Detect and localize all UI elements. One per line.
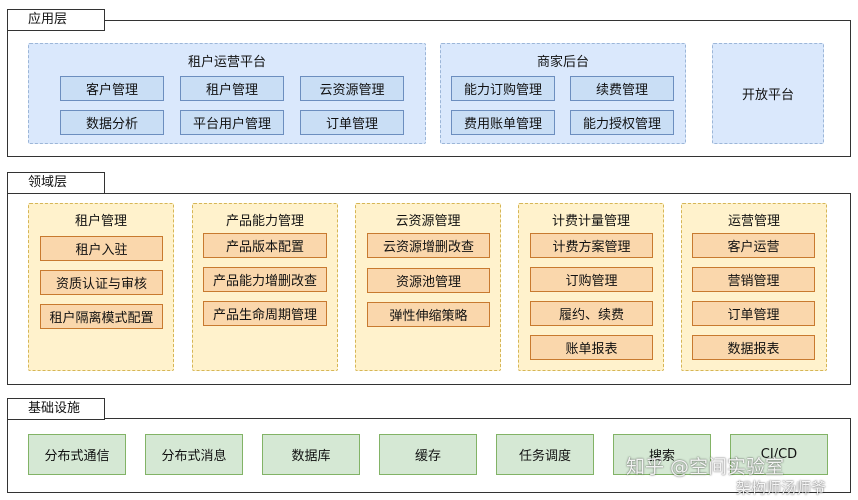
infra-item: 分布式消息 — [145, 434, 243, 475]
app-item-tenant: 租户管理 — [180, 76, 284, 101]
app-item-cloud-resource: 云资源管理 — [300, 76, 404, 101]
infra-item: 缓存 — [379, 434, 477, 475]
domain-item: 云资源增删改查 — [367, 233, 490, 258]
domain-item: 租户入驻 — [40, 236, 163, 261]
infra-item: 任务调度 — [496, 434, 594, 475]
domain-item: 产品能力增删改查 — [203, 267, 327, 292]
infra-item: 分布式通信 — [28, 434, 126, 475]
infra-item: 搜索 — [613, 434, 711, 475]
domain-item: 账单报表 — [530, 335, 653, 360]
domain-group-title: 租户管理 — [74, 214, 127, 229]
domain-group-title: 运营管理 — [727, 214, 780, 229]
infra-item: CI/CD — [730, 434, 828, 475]
merchant-item-renewal: 续费管理 — [570, 76, 674, 101]
domain-layer-tab: 领域层 — [7, 172, 105, 194]
domain-item: 产品生命周期管理 — [203, 301, 327, 326]
domain-group-title: 计费计量管理 — [551, 214, 630, 229]
infra-item: 数据库 — [262, 434, 360, 475]
domain-item: 营销管理 — [692, 267, 815, 292]
infra-layer-tab: 基础设施 — [7, 398, 105, 420]
merchant-item-authorization: 能力授权管理 — [570, 110, 674, 135]
domain-item: 订购管理 — [530, 267, 653, 292]
open-platform-title: 开放平台 — [741, 88, 794, 103]
app-layer-tab: 应用层 — [7, 9, 105, 31]
domain-item: 弹性伸缩策略 — [367, 302, 490, 327]
domain-item: 客户运营 — [692, 233, 815, 258]
domain-item: 数据报表 — [692, 335, 815, 360]
domain-group-title: 产品能力管理 — [225, 214, 304, 229]
app-item-data-analysis: 数据分析 — [60, 110, 164, 135]
merchant-item-capability-order: 能力订购管理 — [451, 76, 555, 101]
open-platform-group: 开放平台 — [712, 43, 824, 144]
domain-item: 产品版本配置 — [203, 233, 327, 258]
domain-item: 租户隔离模式配置 — [40, 304, 163, 329]
tenant-platform-title: 租户运营平台 — [187, 55, 266, 70]
domain-group-title: 云资源管理 — [395, 214, 461, 229]
app-item-platform-user: 平台用户管理 — [180, 110, 284, 135]
domain-item: 资质认证与审核 — [40, 270, 163, 295]
domain-item: 计费方案管理 — [530, 233, 653, 258]
domain-item: 履约、续费 — [530, 301, 653, 326]
domain-item: 订单管理 — [692, 301, 815, 326]
merchant-item-billing: 费用账单管理 — [451, 110, 555, 135]
app-item-customer: 客户管理 — [60, 76, 164, 101]
domain-item: 资源池管理 — [367, 268, 490, 293]
app-item-order: 订单管理 — [300, 110, 404, 135]
merchant-backend-title: 商家后台 — [536, 55, 589, 70]
